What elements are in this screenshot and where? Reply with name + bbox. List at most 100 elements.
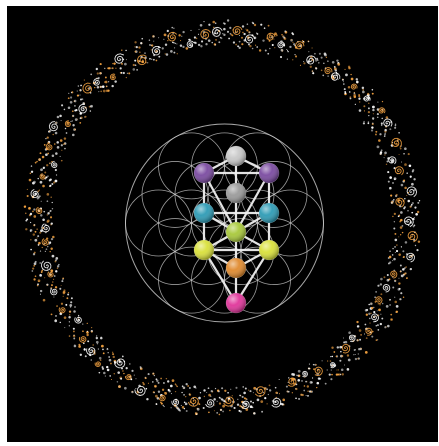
ring-dot <box>356 78 358 80</box>
ring-dot <box>313 368 315 370</box>
ring-dot <box>166 53 169 56</box>
ring-dot <box>170 50 173 53</box>
ring-dot <box>69 314 70 315</box>
ring-dot <box>243 33 245 35</box>
ring-dot <box>173 28 174 29</box>
ring-dot <box>145 377 146 378</box>
ring-dot <box>415 245 416 246</box>
ring-dot <box>154 385 157 388</box>
ring-dot <box>108 352 109 353</box>
ring-dot <box>218 390 220 392</box>
ring-dot <box>381 118 383 120</box>
ring-dot <box>57 146 60 149</box>
ring-spiral <box>206 400 214 407</box>
ring-dot <box>404 198 405 199</box>
ring-dot <box>60 322 61 323</box>
ring-dot <box>134 60 136 62</box>
ring-dot <box>414 224 416 226</box>
ring-dot <box>313 364 315 366</box>
ring-dot <box>181 36 182 37</box>
ring-dot <box>396 305 399 308</box>
ring-dot <box>105 77 107 79</box>
ring-dot <box>304 385 306 387</box>
ring-dot <box>390 314 392 316</box>
ring-dot <box>61 285 62 286</box>
spiral-ring <box>24 19 421 415</box>
ring-dot <box>30 239 31 240</box>
ring-dot <box>291 39 292 40</box>
ring-dot <box>46 164 48 166</box>
ring-dot <box>118 385 121 388</box>
ring-spiral <box>395 167 403 175</box>
ring-dot <box>215 44 216 45</box>
ring-dot <box>58 264 60 266</box>
ring-dot <box>73 328 75 330</box>
ring-dot <box>221 37 223 39</box>
ring-dot <box>351 78 354 81</box>
ring-dot <box>40 214 42 216</box>
ring-dot <box>40 152 42 154</box>
ring-dot <box>368 313 370 315</box>
ring-dot <box>80 117 82 119</box>
ring-dot <box>395 280 396 281</box>
ring-dot <box>322 360 323 361</box>
ring-dot <box>330 360 332 362</box>
ring-dot <box>164 392 167 395</box>
ring-dot <box>68 106 71 109</box>
ring-dot <box>50 248 52 250</box>
ring-dot <box>37 235 39 237</box>
ring-dot <box>36 228 37 229</box>
ring-dot <box>41 271 43 273</box>
ring-dot <box>64 109 66 111</box>
ring-dot <box>106 86 108 88</box>
sephira-crown <box>226 146 246 166</box>
ring-dot <box>102 368 104 370</box>
ring-dot <box>50 269 53 272</box>
ring-spiral <box>52 161 57 167</box>
ring-dot <box>264 397 266 399</box>
ring-dot <box>30 229 33 232</box>
ring-dot <box>228 38 230 40</box>
ring-dot <box>396 244 397 245</box>
ring-spiral <box>407 253 415 262</box>
ring-dot <box>68 316 70 318</box>
ring-dot <box>138 46 140 48</box>
ring-dot <box>203 407 205 409</box>
ring-dot <box>260 24 262 26</box>
ring-dot <box>405 266 407 268</box>
ring-dot <box>40 168 43 171</box>
ring-dot <box>47 246 48 247</box>
ring-dot <box>379 133 381 135</box>
ring-spiral <box>246 35 255 43</box>
ring-dot <box>91 331 93 333</box>
ring-dot <box>175 383 176 384</box>
ring-dot <box>267 53 269 55</box>
ring-dot <box>100 359 102 361</box>
ring-dot <box>373 307 374 308</box>
ring-dot <box>333 351 335 353</box>
ring-dot <box>330 356 331 357</box>
ring-dot <box>401 184 404 187</box>
ring-dot <box>149 44 151 46</box>
ring-dot <box>307 385 309 387</box>
ring-dot <box>72 120 73 121</box>
ring-dot <box>35 162 37 164</box>
ring-dot <box>382 303 384 305</box>
ring-dot <box>377 329 379 331</box>
ring-dot <box>306 395 307 396</box>
ring-dot <box>371 129 373 131</box>
ring-dot <box>316 58 318 60</box>
ring-dot <box>158 56 160 58</box>
sephira-wisdom <box>259 163 279 183</box>
ring-dot <box>358 94 360 96</box>
ring-spiral <box>31 189 38 197</box>
ring-dot <box>260 400 263 403</box>
ring-dot <box>373 106 374 107</box>
ring-dot <box>345 341 348 344</box>
ring-dot <box>133 64 135 66</box>
ring-dot <box>186 410 188 412</box>
ring-dot <box>100 86 102 88</box>
ring-dot <box>131 370 133 372</box>
ring-dot <box>36 161 37 162</box>
ring-dot <box>55 132 58 135</box>
